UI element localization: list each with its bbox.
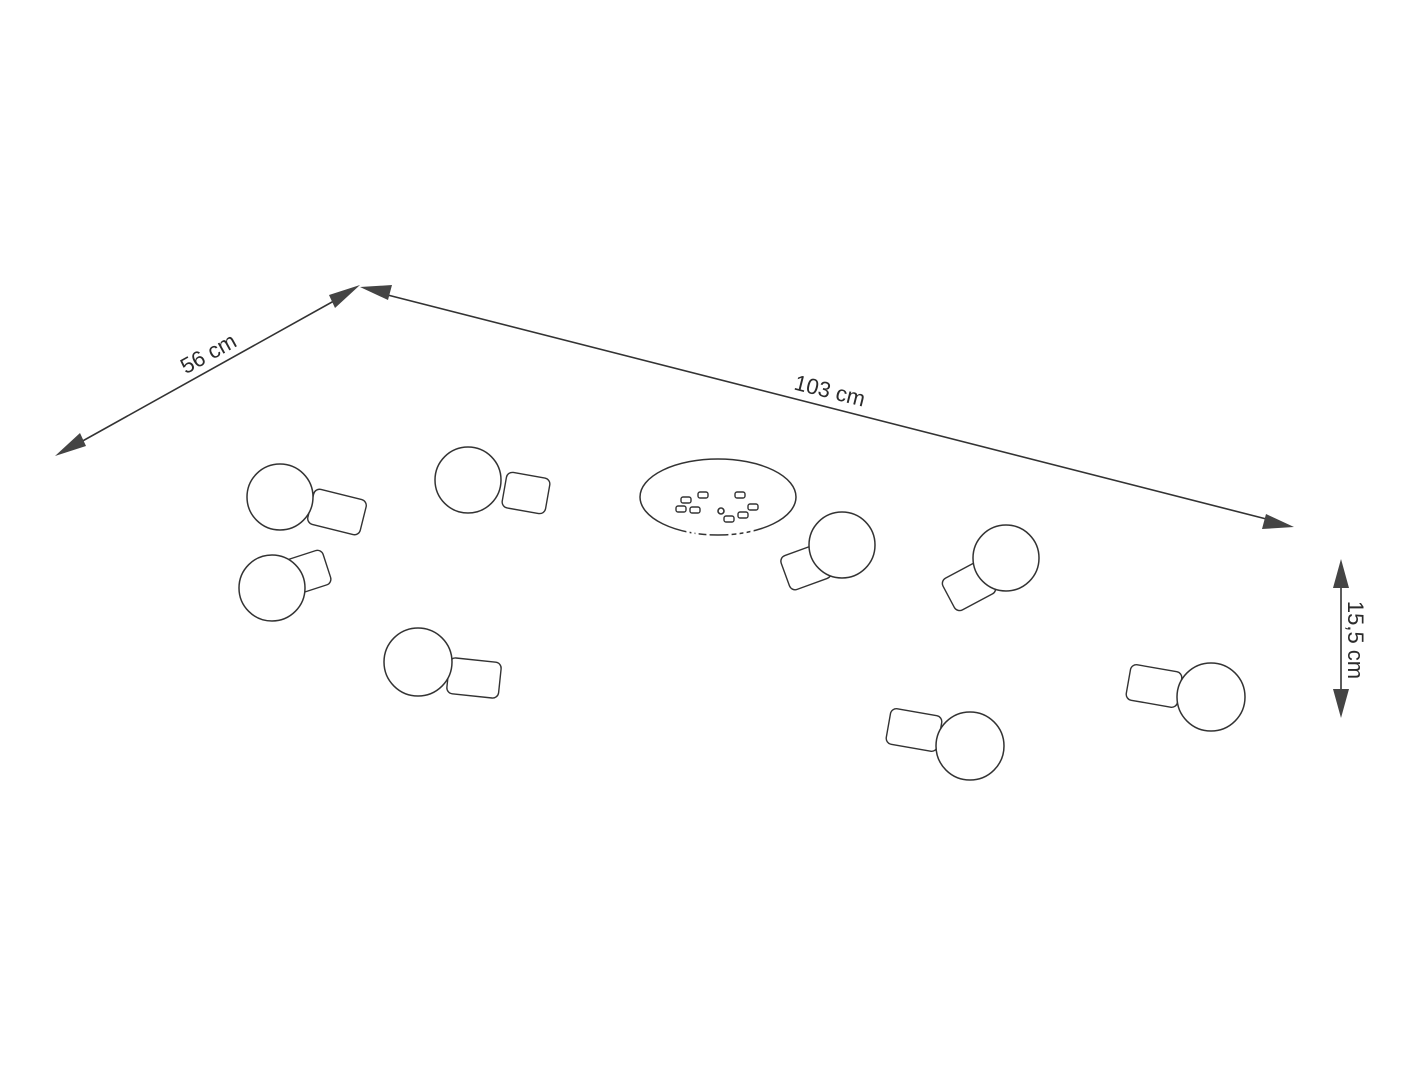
socket bbox=[501, 471, 551, 515]
bulb-1 bbox=[246, 463, 367, 536]
arm-back-left bbox=[543, 496, 699, 590]
canopy-pins bbox=[675, 491, 759, 523]
ceiling-lamp bbox=[238, 446, 1246, 781]
bulb-2 bbox=[434, 446, 551, 515]
width-label: 103 cm bbox=[792, 370, 868, 412]
bulb bbox=[434, 446, 502, 514]
bulb bbox=[935, 711, 1005, 781]
canopy bbox=[639, 458, 797, 536]
bulb bbox=[383, 627, 453, 697]
arm-right-top bbox=[750, 513, 950, 642]
arm-far-left-top bbox=[358, 503, 690, 602]
bulb-8 bbox=[885, 708, 1005, 781]
bulb bbox=[972, 524, 1040, 592]
bulb-3 bbox=[238, 549, 332, 622]
arm-far-left-bottom bbox=[324, 510, 695, 612]
arm-far-right bbox=[736, 518, 1132, 678]
width-dimension: 103 cm bbox=[360, 285, 1294, 529]
bulb bbox=[246, 463, 314, 531]
bulb bbox=[238, 554, 306, 622]
arm-front-right bbox=[728, 514, 890, 727]
socket bbox=[885, 708, 943, 752]
lamp-arms bbox=[324, 496, 1132, 727]
depth-dimension: 56 cm bbox=[55, 285, 360, 456]
bulb bbox=[808, 511, 876, 579]
bulb-6 bbox=[941, 524, 1040, 612]
arm-front-left bbox=[496, 503, 710, 696]
bulb-7 bbox=[1125, 662, 1246, 732]
socket bbox=[307, 488, 367, 536]
bulb-4 bbox=[383, 627, 502, 699]
socket bbox=[1125, 664, 1183, 708]
socket bbox=[446, 657, 502, 699]
height-label: 15,5 cm bbox=[1343, 601, 1368, 679]
bulb-5 bbox=[780, 511, 876, 591]
height-dimension: 15,5 cm bbox=[1333, 559, 1368, 718]
arm-back-right bbox=[743, 503, 786, 587]
bulb bbox=[1176, 662, 1246, 732]
